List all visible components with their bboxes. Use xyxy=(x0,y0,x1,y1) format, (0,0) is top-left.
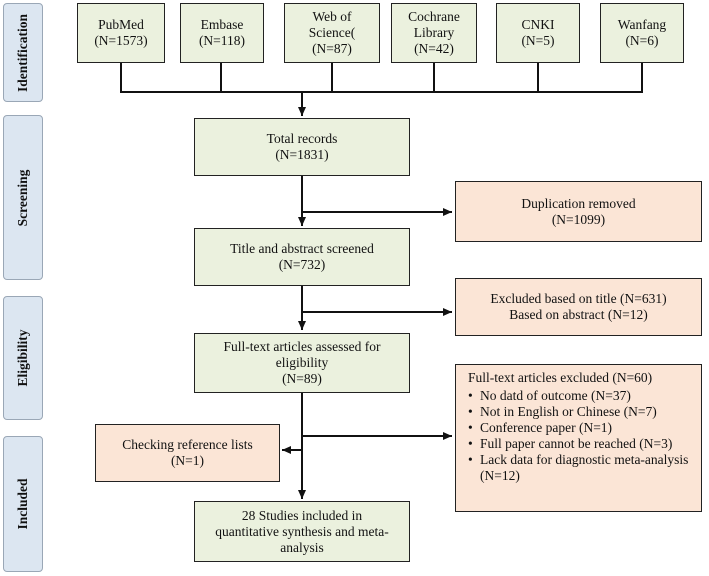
exclusion-reasons-list: No datd of outcome (N=37) Not in English… xyxy=(468,388,695,484)
included-studies-box: 28 Studies included in quantitative synt… xyxy=(194,501,410,562)
title-abstract-box: Title and abstract screened (N=732) xyxy=(194,228,410,286)
fulltext-assessed-box: Full-text articles assessed for eligibil… xyxy=(194,333,410,393)
stage-eligibility: Eligibility xyxy=(3,296,43,420)
reference-lists-box: Checking reference lists (N=1) xyxy=(95,424,280,482)
fulltext-excluded-box: Full-text articles excluded (N=60) No da… xyxy=(455,364,702,512)
source-embase: Embase (N=118) xyxy=(180,3,264,63)
source-web-of-science: Web of Science( (N=87) xyxy=(284,3,380,63)
exclusion-reason: Lack data for diagnostic meta-analysis (… xyxy=(468,452,695,484)
total-records-box: Total records (N=1831) xyxy=(194,118,410,176)
exclusion-reason: No datd of outcome (N=37) xyxy=(468,388,695,404)
exclusion-reason: Not in English or Chinese (N=7) xyxy=(468,404,695,420)
excluded-title-box: Excluded based on title (N=631) Based on… xyxy=(455,278,702,336)
exclusion-reason: Full paper cannot be reached (N=3) xyxy=(468,436,695,452)
source-wanfang: Wanfang (N=6) xyxy=(600,3,684,63)
duplication-removed-box: Duplication removed (N=1099) xyxy=(455,181,702,242)
exclusion-reason: Conference paper (N=1) xyxy=(468,420,695,436)
stage-screening: Screening xyxy=(3,115,43,280)
source-cnki: CNKI (N=5) xyxy=(496,3,580,63)
stage-included: Included xyxy=(3,436,43,572)
source-cochrane-library: Cochrane Library (N=42) xyxy=(391,3,477,63)
source-pubmed: PubMed (N=1573) xyxy=(77,3,165,63)
stage-identification: Identification xyxy=(3,3,43,102)
